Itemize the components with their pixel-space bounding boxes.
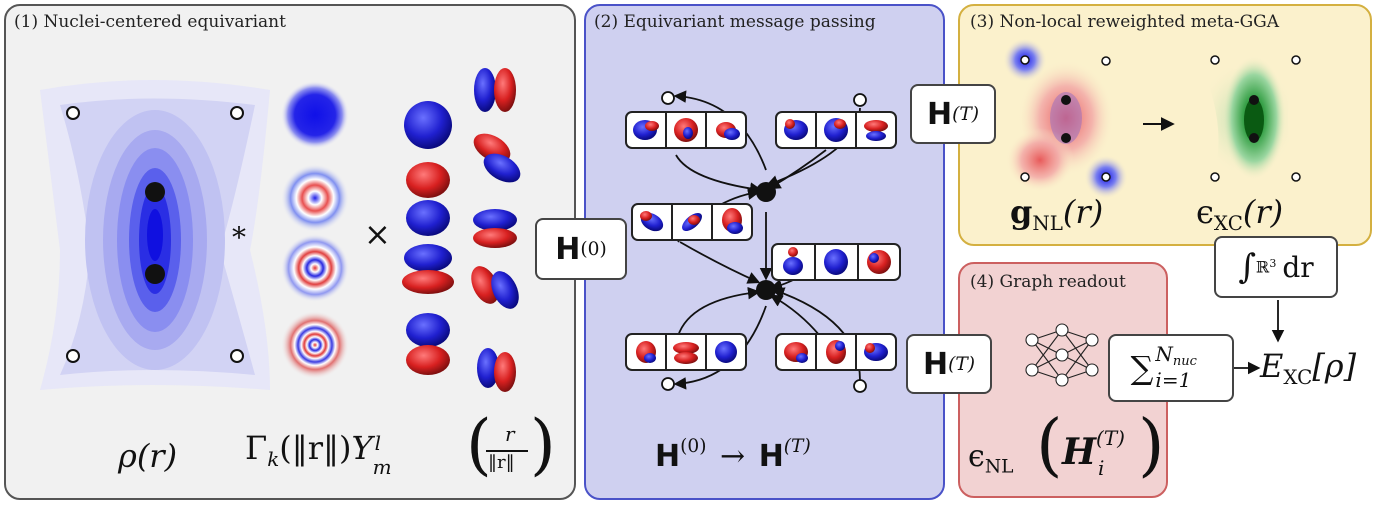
product-operator: × — [364, 215, 391, 253]
gamma-symbol: Γ — [245, 429, 268, 467]
fraction-numerator: r — [505, 422, 515, 446]
ht-symbol: H — [926, 96, 953, 132]
e-xc-label: EXC[ρ] — [1260, 350, 1356, 388]
integral-box: ∫ℝ3 dr — [1214, 236, 1338, 298]
fraction-bar — [486, 450, 528, 452]
h0-box: H(0) — [535, 218, 627, 280]
sum-lower-bound: i=1 — [1155, 368, 1192, 392]
panel3-title: (3) Non-local reweighted meta-GGA — [970, 12, 1280, 32]
integral-domain-exponent: 3 — [1269, 257, 1277, 271]
h-i-superscript: (T) — [1096, 426, 1125, 450]
eps-xc-map — [1198, 55, 1301, 182]
panel4-title: (4) Graph readout — [970, 272, 1126, 292]
g-symbol: g — [1010, 193, 1033, 231]
sum-symbol: ∑ — [1130, 349, 1154, 387]
integral-symbol: ∫ — [1238, 247, 1257, 287]
neural-network-icon — [1025, 323, 1099, 387]
sum-upper-bound: N — [1155, 342, 1173, 366]
g-nl-map — [1003, 38, 1128, 199]
h-i-label: H(T) i — [1062, 428, 1126, 478]
eps-xc-subscript: XC — [1213, 211, 1243, 235]
eps-xc-symbol: ϵ — [1196, 193, 1214, 231]
norm-argument: (‖r‖) — [279, 429, 352, 467]
h0-superscript: (0) — [680, 436, 707, 457]
spherical-harmonics — [402, 68, 521, 392]
density-map — [40, 80, 270, 390]
harmonic-symbol: Y — [351, 429, 373, 467]
h0-symbol: H — [555, 231, 581, 267]
eps-xc-label: ϵXC(r) — [1196, 196, 1283, 234]
ht-box-top: H(T) — [910, 84, 996, 144]
h-i-subscript: i — [1098, 456, 1105, 480]
harmonic-order: m — [372, 455, 392, 479]
gamma-subscript: k — [267, 447, 280, 471]
eps-xc-argument: (r) — [1242, 193, 1284, 231]
mapping-arrow: → — [720, 438, 746, 474]
e-xc-subscript: XC — [1283, 365, 1313, 389]
radial-basis-rings — [281, 81, 349, 379]
fraction-denominator: ‖r‖ — [488, 452, 515, 473]
ht-symbol: H — [758, 438, 784, 474]
e-xc-argument: [ρ] — [1312, 347, 1357, 385]
panel2-title: (2) Equivariant message passing — [594, 12, 876, 32]
paren-right-readout: ) — [1138, 406, 1165, 485]
g-nl-label: gNL(r) — [1010, 196, 1103, 234]
paren-left: ( — [466, 406, 492, 483]
feature-strips — [625, 111, 901, 371]
e-xc-symbol: E — [1260, 347, 1284, 385]
graph-nodes — [661, 91, 867, 393]
eps-nl-symbol: ϵ — [968, 439, 985, 474]
ht-superscript: (T) — [783, 436, 811, 457]
sum-upper-subscript: nuc — [1172, 353, 1197, 369]
ht-superscript: (T) — [952, 103, 980, 125]
integral-differential: dr — [1282, 250, 1314, 284]
paren-left-readout: ( — [1036, 406, 1063, 485]
h0-superscript: (0) — [580, 238, 607, 260]
eps-nl-symbol-group: ϵNL — [968, 442, 1013, 477]
h0-to-ht-label: H(0) → H(T) — [655, 436, 811, 474]
harmonic-degree: l — [374, 431, 382, 455]
sum-box: ∑ Nnuc i=1 — [1108, 334, 1234, 402]
ht-symbol: H — [922, 346, 949, 382]
panel1-title: (1) Nuclei-centered equivariant — [14, 12, 286, 32]
rho-label: ρ(r) — [118, 437, 178, 475]
eps-nl-subscript: NL — [984, 456, 1014, 478]
h-i-symbol: H — [1062, 431, 1097, 473]
integral-domain: ℝ — [1256, 257, 1270, 277]
h0-symbol: H — [655, 438, 681, 474]
g-subscript: NL — [1032, 211, 1063, 235]
convolution-operator: * — [232, 221, 246, 254]
ht-superscript: (T) — [948, 353, 976, 375]
ht-box-bottom: H(T) — [906, 334, 992, 394]
paren-right: ) — [530, 406, 556, 483]
g-argument: (r) — [1062, 193, 1104, 231]
